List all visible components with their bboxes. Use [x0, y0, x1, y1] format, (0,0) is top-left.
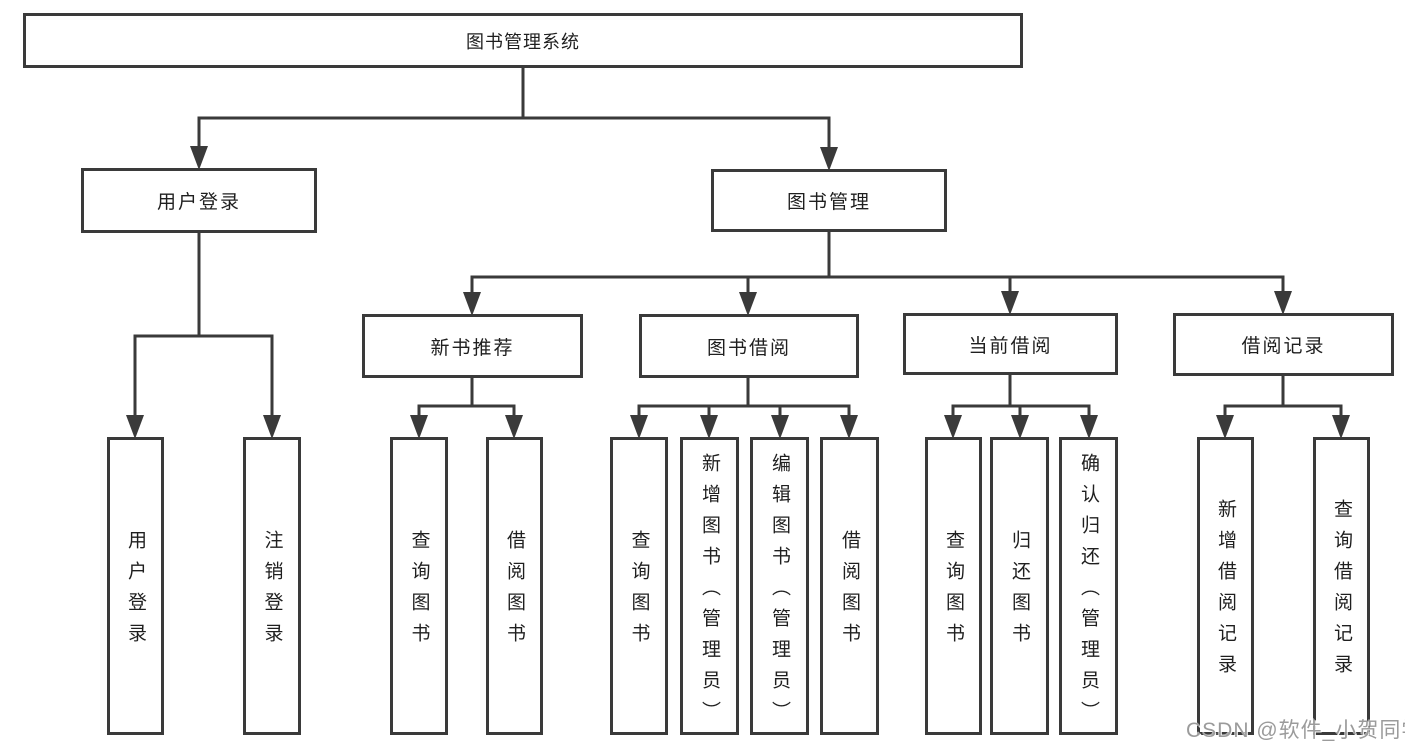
node-label: 新书推荐 [430, 337, 515, 359]
node-label: 查询图书 [628, 530, 650, 654]
leaf-borrowing-edit-books-admin: 编辑图书（管理员） [750, 437, 809, 735]
node-library-system: 图书管理系统 [23, 13, 1023, 68]
node-user-login: 用户登录 [81, 168, 317, 233]
node-label: 用户登录 [125, 530, 146, 654]
leaf-records-query-record: 查询借阅记录 [1313, 437, 1370, 735]
connector-book-management [463, 232, 1292, 316]
leaf-recommend-query-books: 查询图书 [390, 437, 448, 735]
connector-borrowing-records [1216, 376, 1350, 439]
leaf-records-add-record: 新增借阅记录 [1197, 437, 1254, 735]
connector-book-borrowing [630, 378, 858, 439]
node-label: 借阅记录 [1241, 336, 1326, 357]
node-book-management: 图书管理 [711, 169, 947, 232]
node-borrowing-records: 借阅记录 [1173, 313, 1394, 376]
node-label: 查询图书 [943, 530, 964, 654]
leaf-current-query-books: 查询图书 [925, 437, 982, 735]
node-label: 借阅图书 [839, 530, 860, 654]
node-label: 借阅图书 [504, 530, 525, 654]
node-new-book-recommend: 新书推荐 [362, 314, 583, 378]
node-label: 当前借阅 [968, 335, 1053, 357]
leaf-current-confirm-return-admin: 确认归还（管理员） [1059, 437, 1118, 735]
leaf-borrowing-borrow-books: 借阅图书 [820, 437, 879, 735]
leaf-current-return-books: 归还图书 [990, 437, 1049, 735]
connector-current-borrowing [944, 375, 1098, 439]
node-label: 图书管理 [786, 192, 871, 213]
node-label: 确认归还（管理员） [1078, 452, 1099, 732]
leaf-user-login: 用户登录 [107, 437, 164, 735]
node-book-borrowing: 图书借阅 [639, 314, 859, 378]
connector-new-book-recommend [410, 378, 523, 439]
node-label: 图书借阅 [706, 337, 791, 359]
node-label: 查询借阅记录 [1331, 499, 1352, 685]
node-label: 新增借阅记录 [1215, 499, 1236, 685]
connector-user-login [126, 233, 281, 439]
leaf-logout: 注销登录 [243, 437, 301, 735]
csdn-watermark: CSDN @软件_小贺同学 [1186, 719, 1405, 742]
node-label: 注销登录 [261, 530, 283, 654]
node-label: 用户登录 [156, 192, 241, 213]
leaf-recommend-borrow-books: 借阅图书 [486, 437, 543, 735]
leaf-borrowing-add-books-admin: 新增图书（管理员） [680, 437, 739, 735]
node-label: 归还图书 [1009, 530, 1030, 654]
node-label: 编辑图书（管理员） [769, 452, 790, 732]
node-label: 查询图书 [408, 530, 430, 654]
connector-root [190, 68, 838, 171]
node-label: 新增图书（管理员） [699, 452, 720, 732]
node-current-borrowing: 当前借阅 [903, 313, 1118, 375]
leaf-borrowing-query-books: 查询图书 [610, 437, 668, 735]
node-label: 图书管理系统 [466, 31, 580, 52]
